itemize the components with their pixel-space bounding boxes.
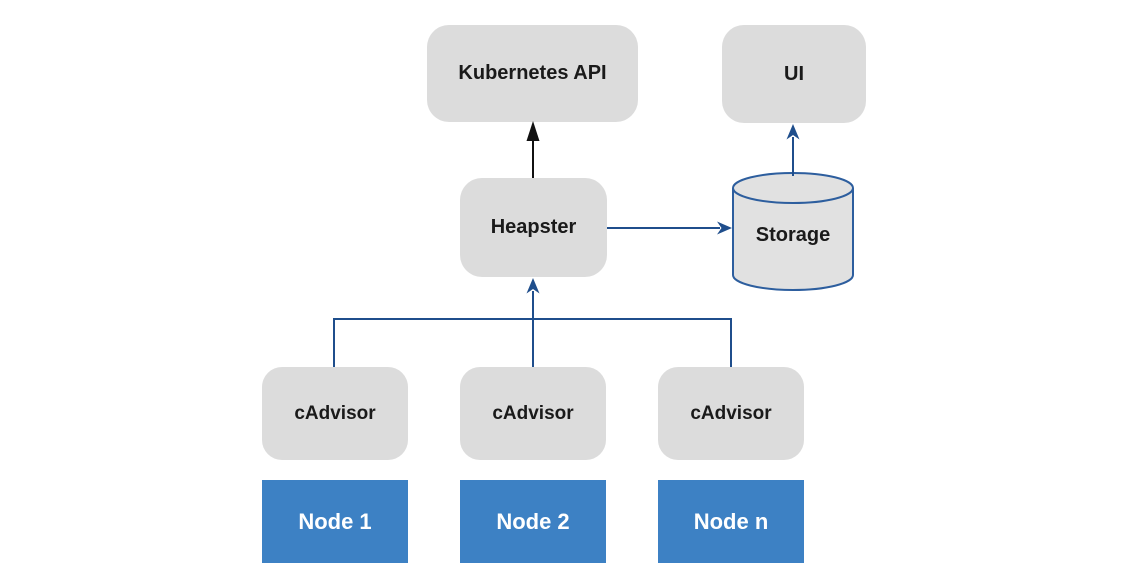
cadvisor-bus-line	[333, 318, 732, 367]
node-storage: Storage	[733, 210, 853, 260]
arrowhead-up-black	[526, 121, 540, 141]
edge-storage-to-ui	[786, 124, 800, 176]
edge-cadvisors-to-heapster	[333, 278, 732, 367]
storage-cylinder-top	[732, 172, 854, 204]
node-ui: UI	[722, 25, 866, 123]
node-node-1-label: Node 1	[298, 508, 372, 534]
node-cadvisor-1-label: cAdvisor	[294, 402, 376, 424]
node-heapster: Heapster	[460, 178, 607, 277]
node-node-1: Node 1	[262, 480, 408, 563]
node-kubernetes-api-label: Kubernetes API	[458, 62, 607, 84]
node-node-n-label: Node n	[693, 508, 769, 534]
edge-heapster-to-storage	[607, 221, 732, 235]
node-node-n: Node n	[658, 480, 804, 563]
node-cadvisor-2-label: cAdvisor	[492, 402, 574, 424]
node-kubernetes-api: Kubernetes API	[427, 25, 638, 122]
node-heapster-label: Heapster	[490, 216, 577, 238]
node-ui-label: UI	[784, 62, 804, 85]
node-cadvisor-2: cAdvisor	[460, 367, 606, 460]
node-cadvisor-3-label: cAdvisor	[690, 402, 772, 424]
node-cadvisor-3: cAdvisor	[658, 367, 804, 460]
node-node-2-label: Node 2	[496, 508, 570, 534]
edge-heapster-to-kubernetes-api	[526, 121, 540, 178]
arrowhead-up-blue-ui	[786, 124, 800, 140]
arrowhead-up-blue-heapster	[526, 278, 540, 294]
node-cadvisor-1: cAdvisor	[262, 367, 408, 460]
node-node-2: Node 2	[460, 480, 606, 563]
node-storage-label: Storage	[755, 223, 831, 246]
arrowhead-right-blue	[717, 221, 732, 235]
